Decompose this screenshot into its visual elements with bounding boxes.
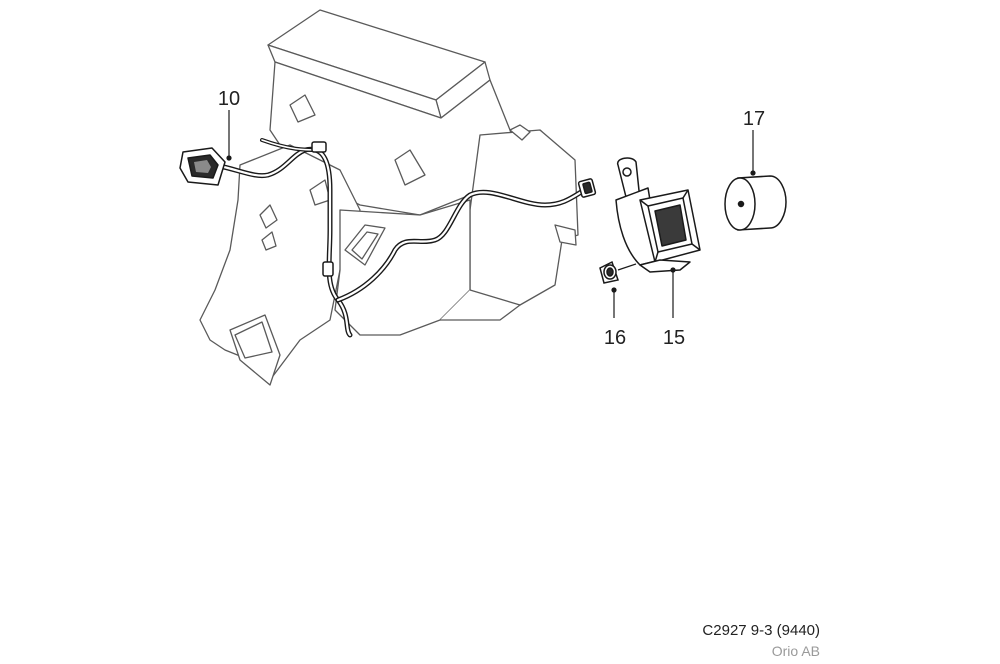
wiring-harness: [212, 138, 591, 338]
brand-label: Orio AB: [771, 643, 820, 659]
leader-lines: [226, 110, 756, 318]
duct-part-15: [615, 157, 701, 273]
harness-connector: [179, 147, 226, 186]
callout-17: 17: [743, 108, 765, 130]
callout-10: 10: [218, 88, 240, 110]
cap-part-17: [724, 175, 787, 231]
callout-16: 16: [604, 327, 626, 349]
hvac-housing: [199, 9, 579, 386]
harness-end-connector: [577, 178, 597, 198]
clip-part-16: [599, 260, 637, 284]
callout-15: 15: [663, 327, 685, 349]
diagram-code: C2927 9-3 (9440): [702, 622, 820, 639]
